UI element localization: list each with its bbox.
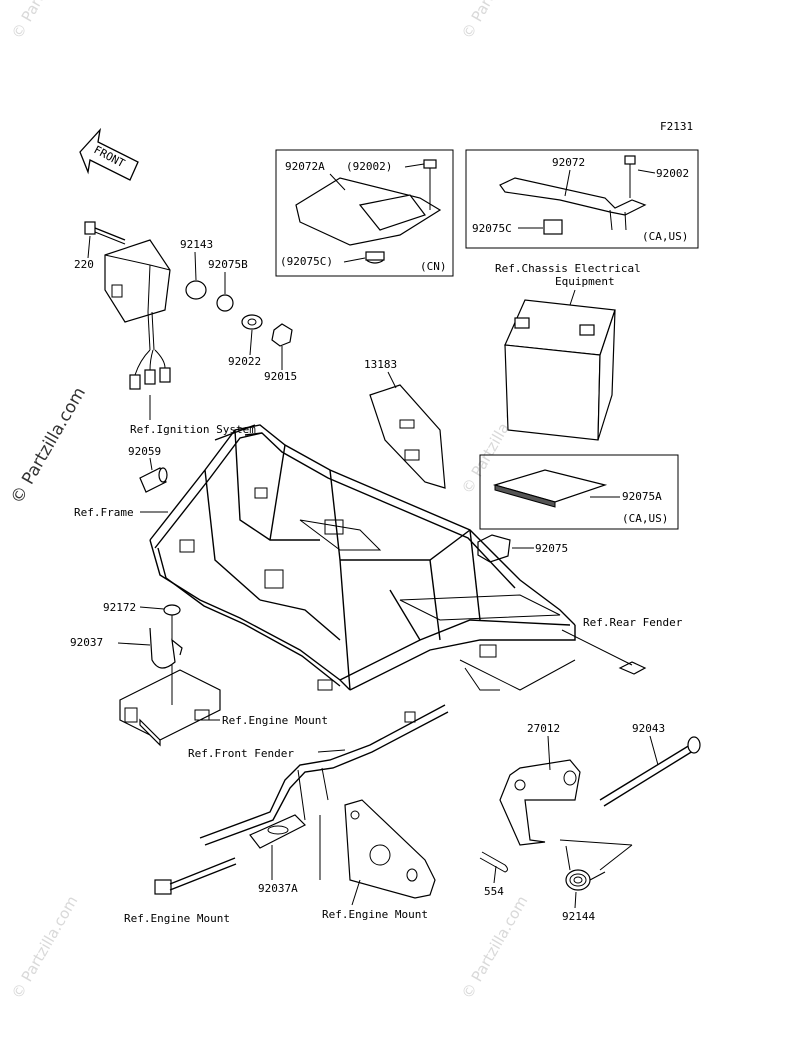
ref-ignition-system: Ref.Ignition System [130, 423, 256, 436]
ref-front-fender: Ref.Front Fender [188, 747, 294, 760]
watermark: © Partzilla.com [458, 0, 531, 42]
part-92072: 92072 [552, 156, 585, 169]
bolt-icon [624, 155, 636, 165]
clamp-92037 [149, 627, 183, 669]
part-13183: 13183 [364, 358, 397, 371]
ref-chassis-equipment: Equipment [555, 275, 615, 288]
grommet-92143 [185, 280, 207, 300]
ref-engine-mount-1: Ref.Engine Mount [222, 714, 328, 727]
wiring-harness [129, 311, 171, 420]
part-92075: 92075 [535, 542, 568, 555]
region-ca-us-1: (CA,US) [642, 230, 688, 243]
part-554: 554 [484, 885, 504, 898]
part-92075B: 92075B [208, 258, 248, 271]
region-cn: (CN) [420, 260, 447, 273]
figure-code: F2131 [660, 120, 693, 133]
front-arrow-icon: FRONT [79, 127, 139, 181]
ref-rear-fender: Ref.Rear Fender [583, 616, 683, 629]
part-92172: 92172 [103, 601, 136, 614]
part-92022: 92022 [228, 355, 261, 368]
part-92002-paren: (92002) [346, 160, 392, 173]
inset-box-cn: 92072A (92002) (92075C) (CN) [275, 149, 454, 277]
part-92037A: 92037A [258, 882, 298, 895]
engine-mount-bracket [119, 665, 221, 747]
part-92015: 92015 [264, 370, 297, 383]
bolt-icon [423, 159, 437, 169]
ref-chassis-electrical: Ref.Chassis Electrical [495, 262, 641, 275]
part-92002: 92002 [656, 167, 689, 180]
bolt-92043 [599, 736, 701, 807]
part-27012: 27012 [527, 722, 560, 735]
front-fender-bar [199, 704, 449, 846]
watermark: © Partzilla.com [458, 893, 531, 1002]
bolt-220 [84, 221, 126, 245]
ref-frame: Ref.Frame [74, 506, 134, 519]
inset-box-92075A: 92075A (CA,US) [479, 454, 679, 530]
part-92075C-paren: (92075C) [280, 255, 333, 268]
bracket-13183 [369, 384, 446, 489]
watermark: © Partzilla.com [8, 893, 81, 1002]
part-92072A: 92072A [285, 160, 325, 173]
spring-92144 [565, 845, 606, 891]
part-92037: 92037 [70, 636, 103, 649]
washer-92022 [241, 314, 263, 330]
engine-mount-plate [344, 799, 436, 899]
inset-box-ca-us: 92072 92002 92075C (CA,US) [465, 149, 699, 249]
long-bolt [154, 857, 237, 895]
starter-relay-icon [104, 239, 171, 323]
bracket-27012 [499, 759, 581, 846]
part-92075C: 92075C [472, 222, 512, 235]
part-92059: 92059 [128, 445, 161, 458]
collar-92075B [216, 294, 234, 312]
part-92143: 92143 [180, 238, 213, 251]
ref-engine-mount-2: Ref.Engine Mount [124, 912, 230, 925]
bolt-92172 [163, 604, 181, 640]
frame [149, 424, 576, 691]
part-92043: 92043 [632, 722, 665, 735]
cotter-pin-554 [479, 851, 508, 873]
battery-icon [504, 299, 616, 441]
part-92075A: 92075A [622, 490, 662, 503]
nut-92015 [271, 323, 293, 347]
part-92144: 92144 [562, 910, 595, 923]
grommet-icon [543, 219, 563, 235]
ref-engine-mount-3: Ref.Engine Mount [322, 908, 428, 921]
rubber-pad-92075 [477, 534, 511, 563]
plate-92037A [249, 814, 307, 849]
watermark: © Partzilla.com [8, 0, 81, 42]
rear-fender-pad [618, 661, 647, 675]
part-220: 220 [74, 258, 94, 271]
pin-92059 [139, 467, 168, 493]
watermark-vertical: © Partzilla.com [7, 384, 90, 508]
region-ca-us-2: (CA,US) [622, 512, 668, 525]
